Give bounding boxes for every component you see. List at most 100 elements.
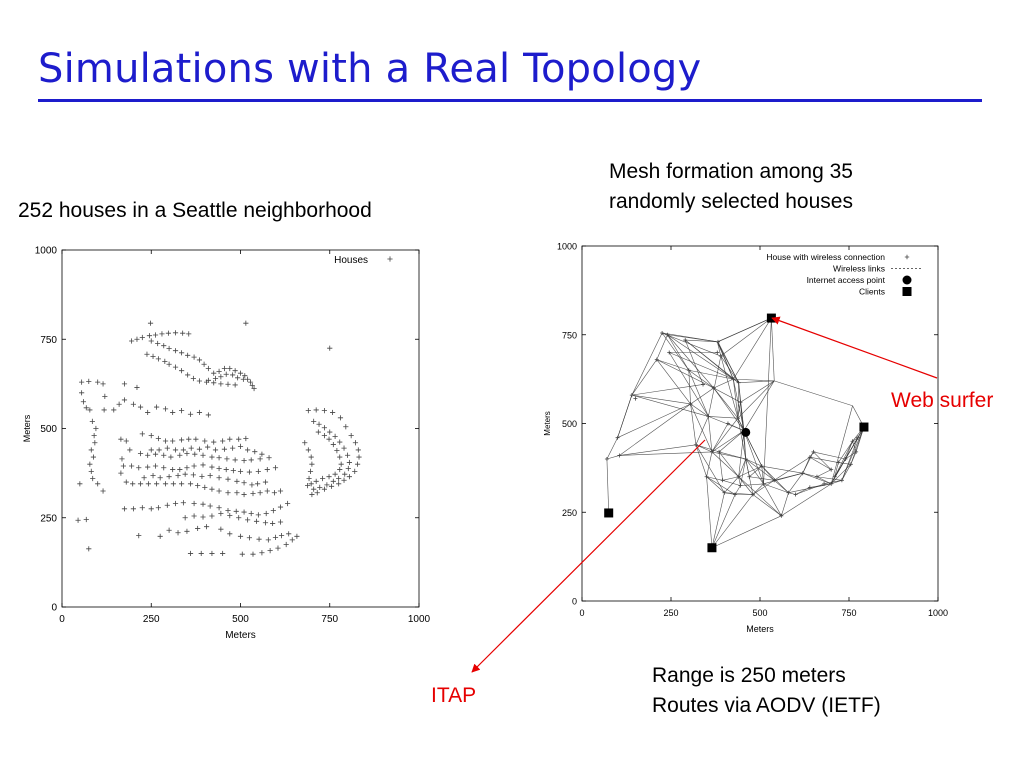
house-point — [717, 449, 722, 454]
house-point — [306, 475, 312, 482]
wireless-link — [667, 334, 719, 343]
wireless-link — [706, 476, 725, 493]
house-point — [345, 465, 351, 472]
house-point — [196, 357, 203, 363]
wireless-link — [711, 423, 729, 453]
y-tick-label: 750 — [40, 335, 57, 346]
house-point — [118, 470, 124, 476]
wireless-link — [708, 416, 713, 452]
house-point — [255, 512, 261, 518]
house-point — [191, 500, 197, 507]
house-point — [735, 416, 740, 421]
house-point — [259, 451, 265, 457]
house-point — [161, 452, 167, 458]
house-point — [286, 531, 292, 537]
house-point — [257, 456, 263, 462]
wireless-link — [711, 494, 754, 548]
wireless-link — [690, 403, 709, 417]
routing-caption: Routes via AODV (IETF) — [652, 694, 881, 717]
wireless-link — [720, 317, 772, 357]
house-point — [704, 474, 709, 479]
house-point — [205, 365, 211, 372]
legend-label-houses: Houses — [334, 255, 368, 266]
wireless-link — [688, 370, 709, 417]
wireless-link — [813, 451, 832, 470]
house-point — [87, 461, 93, 467]
house-point — [337, 415, 344, 421]
house-point — [241, 509, 247, 515]
y-tick-label: 1000 — [35, 246, 58, 257]
wireless-link — [708, 416, 738, 419]
house-point — [814, 474, 819, 479]
house-point — [201, 361, 207, 367]
wireless-link — [752, 480, 775, 495]
itap-arrow — [471, 439, 706, 673]
wireless-link — [738, 465, 762, 478]
house-point — [195, 525, 201, 532]
house-point — [166, 527, 172, 533]
wireless-link — [841, 464, 852, 481]
wireless-link — [717, 317, 772, 343]
title-underline — [38, 99, 982, 102]
house-point — [715, 350, 720, 355]
wireless-link — [788, 473, 803, 493]
house-point — [134, 384, 140, 391]
house-point — [747, 474, 752, 479]
house-point — [212, 375, 219, 382]
house-point — [203, 524, 210, 530]
wireless-link — [745, 458, 750, 477]
wireless-link — [834, 462, 839, 477]
wireless-link — [716, 341, 722, 357]
wireless-link — [737, 402, 741, 419]
house-point — [186, 331, 192, 337]
house-point — [180, 447, 186, 453]
house-point — [334, 448, 340, 454]
wireless-link — [619, 444, 696, 456]
y-tick-label: 0 — [51, 603, 57, 614]
house-point — [172, 364, 179, 370]
house-point — [190, 472, 196, 478]
wireless-link — [761, 466, 764, 484]
house-point — [129, 338, 135, 344]
right-chart-caption-line-1: Mesh formation among 35 — [609, 160, 853, 183]
x-tick-label: 1000 — [928, 608, 948, 618]
house-point — [200, 514, 206, 520]
house-point — [337, 439, 343, 445]
house-point — [91, 433, 97, 439]
wireless-link — [738, 382, 741, 403]
house-point — [170, 409, 176, 416]
house-point — [243, 435, 249, 442]
house-point — [811, 449, 816, 454]
house-point — [256, 536, 262, 542]
house-point — [237, 468, 244, 474]
house-point — [159, 331, 165, 337]
house-point — [722, 490, 727, 495]
house-point — [147, 320, 154, 326]
wireless-link — [727, 423, 745, 431]
house-point — [356, 454, 362, 460]
house-point — [309, 461, 315, 467]
x-tick-label: 750 — [841, 608, 856, 618]
house-point — [352, 468, 358, 474]
wireless-link — [685, 339, 739, 383]
house-point — [134, 336, 140, 342]
wireless-link — [669, 352, 734, 380]
house-point — [145, 464, 151, 470]
wireless-link — [690, 387, 714, 405]
house-point — [161, 343, 167, 349]
house-point — [227, 436, 233, 442]
house-point — [141, 475, 147, 481]
house-point — [257, 490, 263, 496]
house-point — [191, 354, 197, 360]
house-point — [211, 380, 217, 386]
wireless-link — [737, 380, 775, 419]
house-point — [225, 476, 231, 482]
wireless-link — [706, 451, 713, 477]
house-point — [218, 526, 224, 532]
wireless-link — [733, 379, 739, 419]
house-point — [86, 546, 92, 552]
house-point — [184, 528, 190, 534]
wireless-link — [688, 370, 714, 389]
wireless-link — [774, 472, 803, 481]
